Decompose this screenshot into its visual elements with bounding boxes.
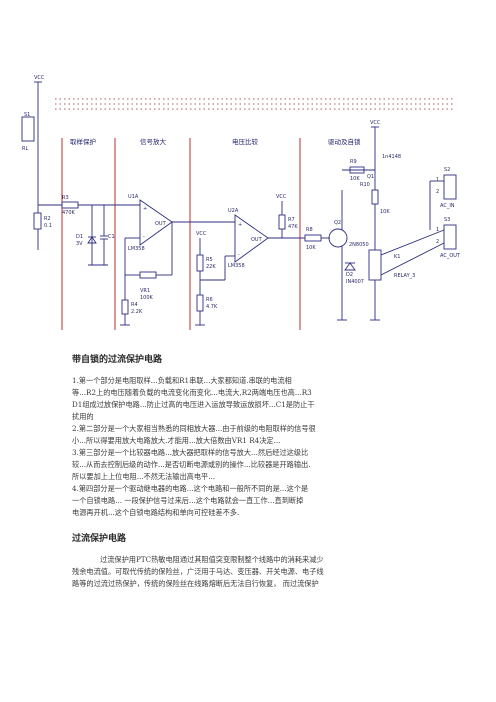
r3-label: R3	[62, 195, 69, 201]
k1-relay-coil	[368, 249, 382, 281]
s3-pin1: 1	[436, 227, 439, 233]
s2-connector	[443, 174, 457, 200]
r5-resistor	[196, 254, 204, 272]
r6-label: R6	[206, 297, 213, 303]
r6-resistor	[196, 294, 204, 312]
u1a-minus: -	[143, 234, 145, 240]
r8-value: 10K	[306, 245, 316, 251]
rl-load-box	[21, 116, 35, 142]
wire	[380, 229, 445, 256]
s2-pin2: 2	[436, 189, 439, 195]
s1-label: S1	[24, 112, 30, 118]
heading-self-locking-protection: 带自锁的过流保护电路	[72, 355, 163, 365]
r2-value: 0.1	[44, 223, 52, 229]
vr1-pot	[139, 271, 157, 279]
rl-label: RL	[22, 146, 28, 152]
c1-label: C1	[108, 234, 115, 240]
u1a-opamp	[139, 199, 173, 246]
u2a-out: OUT	[251, 237, 263, 243]
r9-resistor	[349, 166, 365, 174]
ac-in-label: AC_IN	[440, 203, 455, 209]
d2-diode	[344, 262, 356, 271]
r2-label: R2	[44, 216, 51, 222]
s2-pin1: 1	[436, 177, 439, 183]
circuit-schematic: 取样保护 信号放大 电压比较 驱动及自锁 VCC S1 RL R2 0.1 R3…	[21, 75, 461, 330]
r2-resistor	[33, 212, 42, 230]
r7-label: R7	[288, 217, 295, 223]
ac-out-label: AC_OUT	[440, 253, 461, 259]
paragraph-part-3: 3.第三部分是一个比较器电路...放大器把取样的信号放大...然后经过这级比 较…	[72, 448, 311, 481]
vcc-label-right: VCC	[370, 120, 381, 126]
r8-label: R8	[306, 227, 313, 233]
r3-resistor	[61, 201, 79, 209]
section-label-amplify: 信号放大	[140, 137, 167, 146]
q2-transistor	[328, 228, 348, 248]
u1a-label: U1A	[128, 194, 139, 200]
q2-label: Q2	[334, 220, 341, 226]
q1-label: Q1	[367, 174, 374, 180]
vcc-label-left: VCC	[34, 75, 45, 81]
r10-label: R10	[360, 182, 370, 188]
paragraph-part-4: 4.第四部分是一个驱动继电器的电路...这个电路和一般所不同的是...这个是 一…	[72, 484, 309, 517]
article-body: 带自锁的过流保护电路 1.第一个部分是电阻取样...负载和R1串联...大家都知…	[72, 352, 432, 590]
relay-label: RELAY_3	[394, 273, 415, 279]
k1-label: K1	[394, 254, 400, 260]
u1a-plus: +	[143, 206, 147, 212]
r9-label: R9	[350, 159, 357, 165]
r7-value: 47K	[288, 224, 298, 230]
d1-label: D1	[76, 234, 83, 240]
vr1-label: VR1	[140, 288, 150, 294]
s2-label: S2	[444, 167, 450, 173]
r3-value: 470K	[62, 210, 76, 216]
u2a-label: U2A	[228, 208, 239, 214]
r5-label: R5	[206, 257, 213, 263]
vr1-value: 100K	[140, 295, 154, 301]
r8-resistor	[304, 234, 322, 242]
r5-value: 22K	[206, 264, 216, 270]
section-label-sampling: 取样保护	[70, 137, 96, 146]
r4-resistor	[121, 299, 129, 315]
section-label-drive: 驱动及自锁	[328, 137, 361, 146]
d1-value: 3V	[76, 241, 83, 247]
vcc-label-mid: VCC	[196, 231, 207, 237]
r10-value: 10K	[380, 209, 390, 215]
r10-resistor	[371, 189, 379, 205]
u1a-model: LM358	[128, 246, 145, 252]
d2-label: D2	[346, 272, 353, 278]
paragraph-part-2: 2.第二部分是一个大家相当熟悉的同相放大器...由于前级的电阻取样的信号很 小.…	[72, 424, 316, 445]
paragraph-ptc: 过流保护用PTC热敏电阻通过其阻值突变限制整个线路中的消耗来减少 残余电流值。可…	[72, 555, 324, 588]
heading-overcurrent-protection: 过流保护电路	[72, 534, 127, 544]
u2a-model: LM358	[228, 263, 245, 269]
paragraph-part-1: 1.第一个部分是电阻取样...负载和R1串联...大家都知道.串联的电流相 等.…	[72, 376, 315, 421]
s3-label: S3	[444, 217, 450, 223]
u2a-comparator	[234, 214, 269, 263]
d2-model: IN4007	[346, 279, 364, 285]
q2-model: 2N8050	[349, 242, 369, 248]
q1-value: 1n4148	[382, 154, 401, 160]
s3-pin2: 2	[436, 239, 439, 245]
wire	[380, 242, 445, 276]
d1-diode	[87, 236, 97, 244]
r9-value: 10K	[350, 176, 360, 182]
section-label-compare: 电压比较	[232, 137, 259, 146]
r6-value: 4.7K	[206, 304, 218, 310]
r4-label: R4	[131, 302, 138, 308]
vcc-label-r7: VCC	[276, 194, 287, 200]
r7-resistor	[278, 214, 286, 230]
u2a-plus: +	[238, 222, 242, 228]
s3-connector	[443, 224, 457, 250]
u2a-minus: -	[238, 252, 240, 258]
u1a-out: OUT	[155, 221, 167, 227]
r4-value: 2.2K	[131, 309, 143, 315]
